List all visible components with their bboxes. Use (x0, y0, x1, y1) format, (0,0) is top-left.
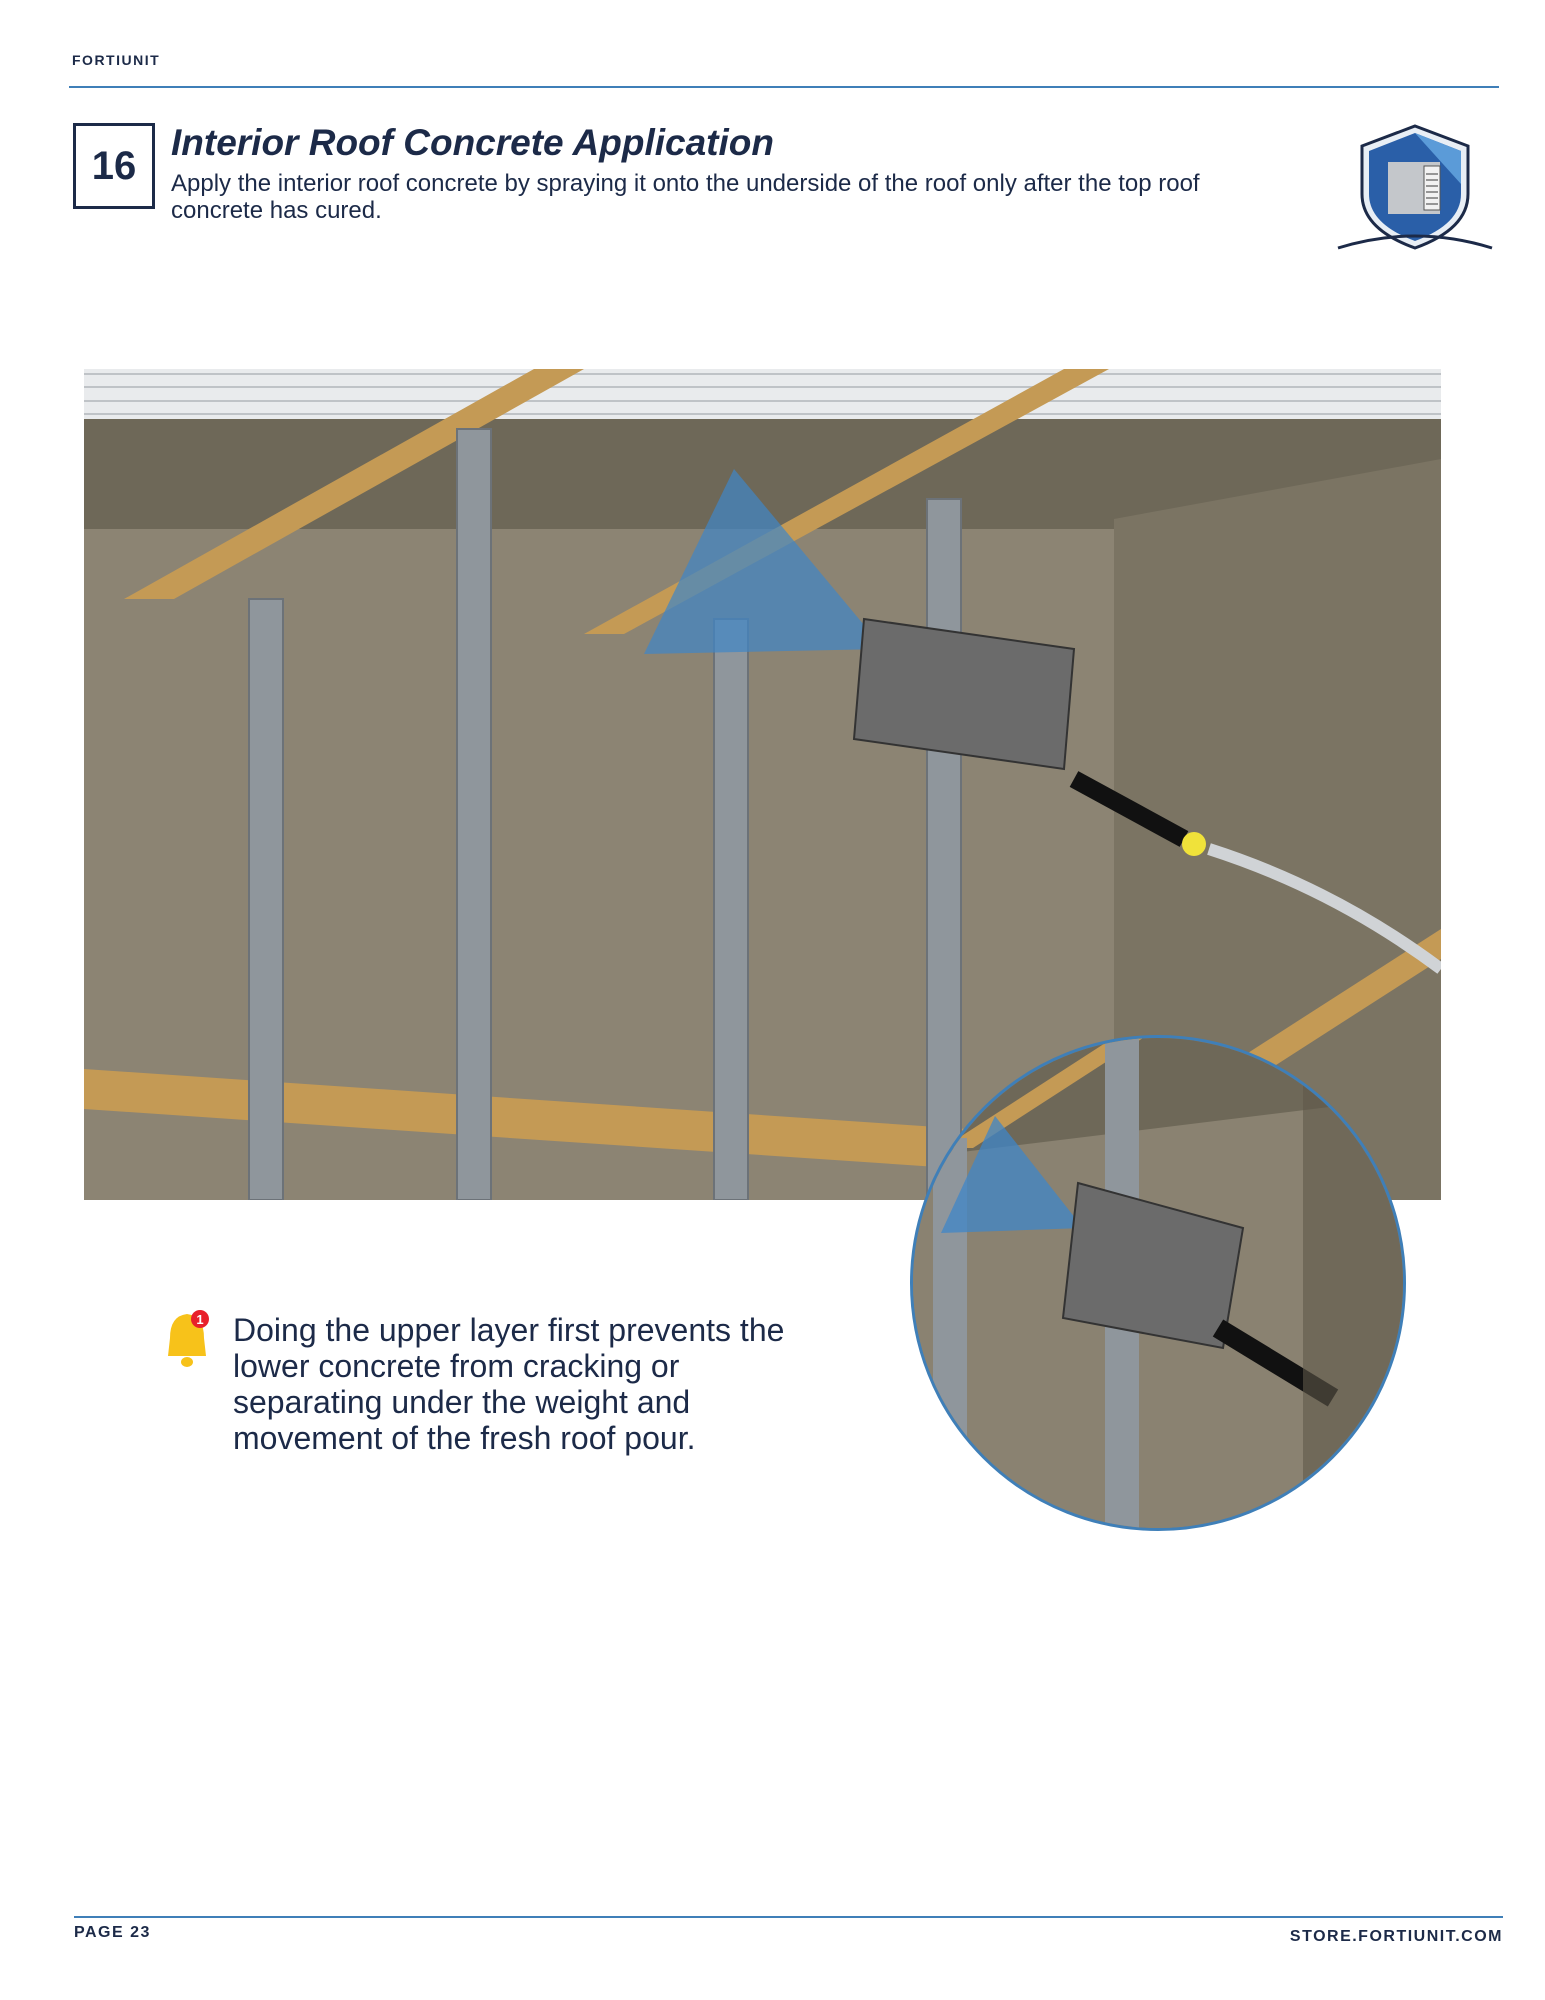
header-divider (69, 86, 1499, 88)
website-link[interactable]: STORE.FORTIUNIT.COM (1289, 1928, 1503, 1945)
step-number-box: 16 (73, 123, 155, 209)
interior-roof-illustration (84, 369, 1441, 1200)
page-number: PAGE 23 (74, 1924, 151, 1941)
bell-badge: 1 (196, 1312, 203, 1327)
header-brand: FORTIUNIT (72, 52, 161, 68)
step-title: Interior Roof Concrete Application (171, 122, 774, 163)
bell-notification-icon: 1 (168, 1310, 209, 1367)
detail-zoom-circle (910, 1035, 1406, 1531)
footer-divider (74, 1916, 1503, 1918)
tip-note: Doing the upper layer first prevents the… (233, 1312, 785, 1456)
detail-illustration (913, 1038, 1403, 1528)
fortiunit-shield-logo (1337, 124, 1493, 250)
step-description: Apply the interior roof concrete by spra… (171, 170, 1200, 224)
step-number: 16 (91, 143, 137, 188)
